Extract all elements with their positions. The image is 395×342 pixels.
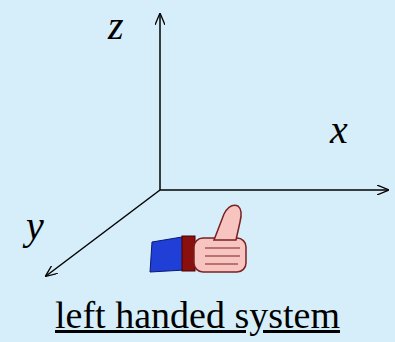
x-axis: [160, 189, 388, 191]
axis-label: y: [26, 206, 44, 246]
caption: left handed system: [55, 296, 340, 334]
y-axis: [46, 190, 160, 276]
thumbs-up-icon: [150, 205, 246, 272]
axis-label: z: [108, 6, 124, 46]
axis-label: x: [330, 110, 348, 150]
z-axis: [159, 14, 161, 190]
